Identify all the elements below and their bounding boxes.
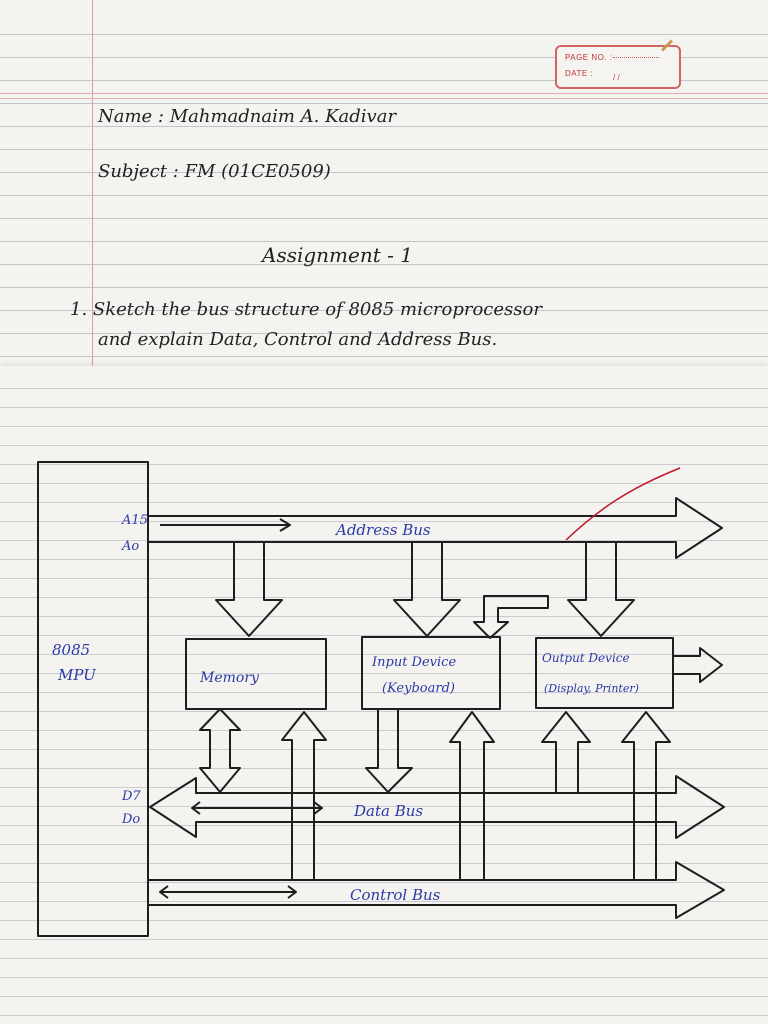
memory-block xyxy=(185,638,327,710)
address-bus-label: Address Bus xyxy=(334,521,431,539)
address-direction-head xyxy=(279,518,291,532)
mpu-block xyxy=(37,461,149,937)
header-rule-2 xyxy=(0,98,768,99)
output-device-block xyxy=(535,637,674,709)
input-device-label: Input Device xyxy=(371,655,456,670)
control-to-output-arrow xyxy=(621,711,671,881)
a15-label: A15 xyxy=(121,513,148,528)
input-feedback-arrow xyxy=(473,595,549,639)
page-no-label: PAGE NO. : xyxy=(565,53,613,62)
data-to-output-arrow xyxy=(541,711,591,794)
red-check-mark xyxy=(565,467,681,541)
memory-data-arrow xyxy=(199,708,241,793)
d7-label: D7 xyxy=(121,789,141,804)
input-device-block xyxy=(361,636,501,710)
address-to-output-arrow xyxy=(567,541,635,637)
data-direction-right-head xyxy=(313,801,323,815)
assignment-title: Assignment - 1 xyxy=(262,243,413,267)
input-to-data-arrow xyxy=(365,708,413,793)
student-name: Name : Mahmadnaim A. Kadivar xyxy=(98,106,397,127)
mpu-label-1: 8085 xyxy=(52,641,90,659)
memory-label: Memory xyxy=(199,670,260,686)
question-line-2: and explain Data, Control and Address Bu… xyxy=(98,329,498,350)
photo-ruled-lines xyxy=(0,366,768,1024)
data-direction-left-head xyxy=(191,801,201,815)
control-to-input-arrow xyxy=(449,711,495,881)
control-to-memory-arrow xyxy=(281,711,327,881)
control-bus-arrow xyxy=(147,861,725,919)
output-right-arrow xyxy=(672,647,723,683)
data-bus-label: Data Bus xyxy=(353,802,423,820)
mpu-label-2: MPU xyxy=(57,666,97,684)
subject-line: Subject : FM (01CE0509) xyxy=(98,161,331,182)
address-to-input-arrow xyxy=(393,541,461,637)
date-label: DATE : xyxy=(565,69,594,78)
control-direction-left-head xyxy=(159,885,169,899)
page-date-box: PAGE NO. : DATE : / / xyxy=(555,45,681,89)
control-direction-right-head xyxy=(287,885,297,899)
control-bus-label: Control Bus xyxy=(350,886,441,904)
address-bus-arrow xyxy=(148,497,723,559)
output-device-sublabel: (Display, Printer) xyxy=(544,682,639,695)
header-rule xyxy=(0,93,768,94)
a0-label: Ao xyxy=(121,539,139,554)
output-device-label: Output Device xyxy=(542,651,630,665)
diagram-photo xyxy=(0,366,768,1024)
d0-label: Do xyxy=(121,812,140,827)
date-field: / / xyxy=(613,73,620,82)
page-no-field xyxy=(613,57,659,59)
input-device-sublabel: (Keyboard) xyxy=(382,681,455,696)
data-bus-arrow xyxy=(149,775,725,839)
question-line-1: 1. Sketch the bus structure of 8085 micr… xyxy=(70,299,542,320)
address-to-memory-arrow xyxy=(215,541,283,637)
